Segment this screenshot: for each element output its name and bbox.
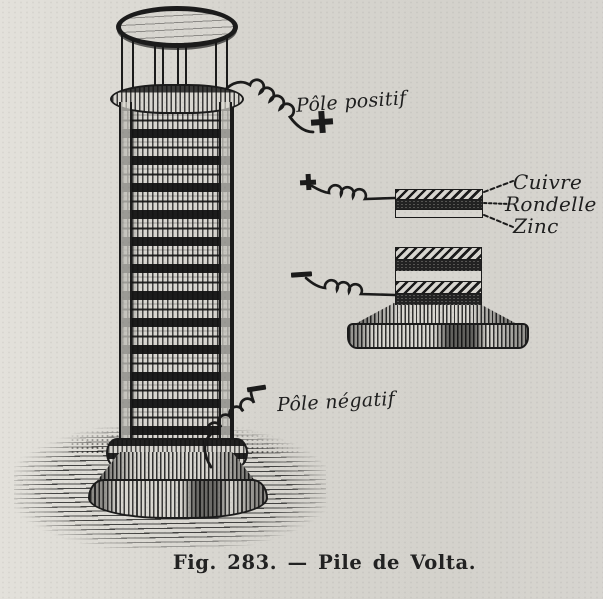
copper-layer xyxy=(395,189,483,200)
cell-stack-detail xyxy=(395,247,482,305)
zinc-label: Zinc xyxy=(513,214,559,238)
stack-pedestal-drum xyxy=(347,323,529,349)
washer-label: Rondelle xyxy=(505,192,597,216)
support-rod-inner-right xyxy=(177,32,187,90)
stack-pedestal-skirt xyxy=(355,303,517,324)
support-rod-front-left xyxy=(119,102,132,442)
detail-plus-icon xyxy=(300,174,317,191)
copper-layer xyxy=(395,281,482,294)
washer-layer xyxy=(395,294,482,305)
positive-wire xyxy=(225,78,315,134)
zinc-layer xyxy=(395,271,482,281)
detail-positive-wire xyxy=(310,184,397,201)
pile-base-drum xyxy=(88,479,268,519)
layer-leader-lines xyxy=(483,180,514,228)
negative-pole-label: Pôle négatif xyxy=(276,387,396,417)
figure-caption: Fig. 283. — Pile de Volta. xyxy=(172,551,477,574)
detail-negative-wire xyxy=(304,276,397,297)
washer-layer xyxy=(395,200,483,209)
zinc-layer xyxy=(395,209,483,218)
negative-wire xyxy=(203,390,256,469)
pile-top-cap xyxy=(116,6,238,48)
support-rod-outer-left xyxy=(121,30,134,94)
copper-label: Cuivre xyxy=(513,170,583,194)
pile-disc-stack xyxy=(120,102,234,444)
support-rod-inner-left xyxy=(154,32,164,90)
copper-layer xyxy=(395,247,482,260)
washer-layer xyxy=(395,260,482,271)
support-rod-outer-right xyxy=(215,30,228,94)
pile-base-skirt xyxy=(96,452,256,482)
support-rod-front-right xyxy=(219,102,232,442)
single-cell-detail xyxy=(395,189,483,218)
